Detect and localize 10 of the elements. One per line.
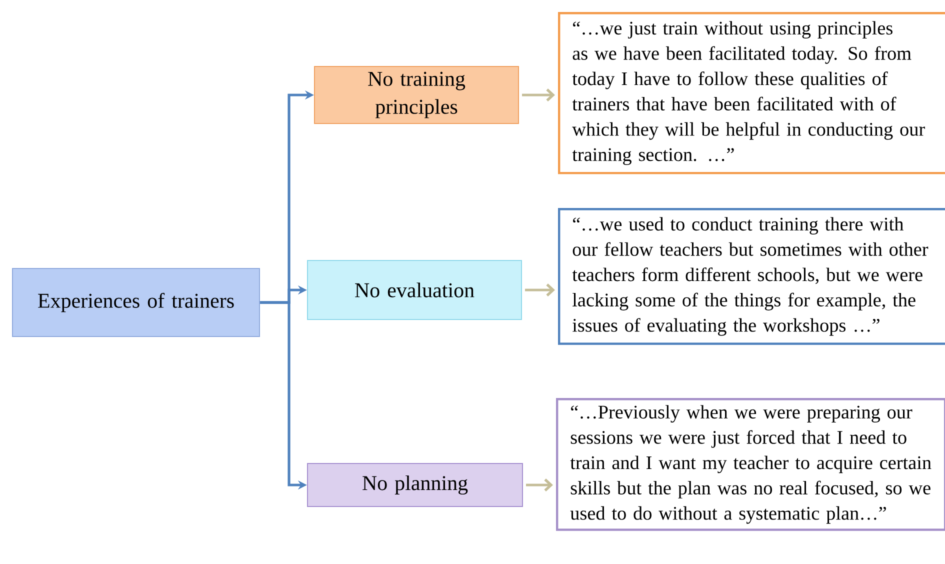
arrow xyxy=(526,478,553,492)
category-box: No evaluation xyxy=(307,260,522,320)
quote-box: “…we used to conduct training there with our fellow teachers but sometimes with other teachers form different schools, but we were lacking some of the things for example, the issues of evaluating the workshops …” xyxy=(558,208,945,345)
quote-box: “…we just train without using principles as we have been facilitated today. So from today I have to follow these qualities of trainers that have been facilitated with of which they will be helpful in conducting our training section. …” xyxy=(558,12,945,174)
category-box: No training principles xyxy=(314,66,519,124)
category-box: Experiences of trainers xyxy=(12,268,260,337)
category-box: No planning xyxy=(307,463,523,507)
arrow xyxy=(525,284,555,296)
arrow xyxy=(522,88,555,102)
quote-box: “…Previously when we were preparing our sessions we were just forced that I need to train and I want my teacher to acquire certain skills but the plan was no real focused, so we used to do without a systematic plan…” xyxy=(556,398,945,531)
